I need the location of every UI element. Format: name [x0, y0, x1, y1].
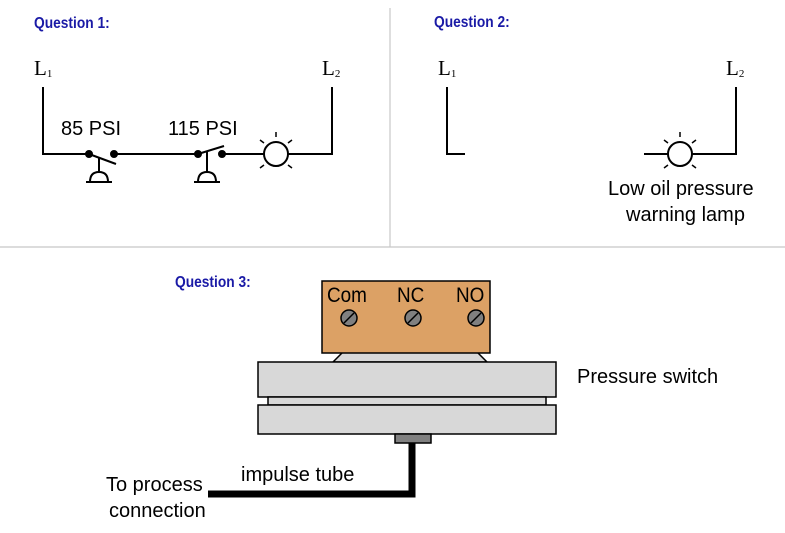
terminal-label-com: Com	[327, 284, 367, 307]
q1-switch2-setpoint: 115 PSI	[168, 118, 238, 140]
pressure-port	[394, 433, 432, 444]
question1-title: Question 1:	[34, 15, 110, 32]
pressure-switch-assembly	[257, 280, 557, 444]
terminal-label-nc: NC	[397, 284, 425, 307]
q1-l1-label: L1	[34, 56, 53, 80]
q1-l1-wire	[42, 87, 86, 155]
q2-lamp	[667, 141, 693, 167]
q2-l2-wire	[692, 87, 737, 155]
q2-l1-wire	[446, 87, 465, 155]
q1-switch2-diaphragm	[196, 170, 218, 183]
process-connection-label-line2: connection	[109, 500, 206, 522]
q1-switch1-blade	[88, 153, 117, 165]
q2-circuit	[446, 87, 737, 169]
q1-switch1-diaphragm	[88, 170, 110, 183]
impulse-tube-label: impulse tube	[241, 464, 355, 486]
q2-lamp-label-line1: Low oil pressure	[608, 178, 754, 200]
q2-lamp-label-line2: warning lamp	[626, 204, 745, 226]
pressure-switch-label: Pressure switch	[577, 366, 719, 388]
q2-lamp-rays	[663, 132, 697, 169]
terminal-screws	[340, 309, 485, 327]
q1-lamp-rays	[259, 132, 293, 169]
q1-switch2-contact-right	[218, 150, 226, 158]
q2-l1-label: L1	[438, 56, 457, 80]
process-connection-label-line1: To process	[106, 474, 203, 496]
q1-circuit	[42, 87, 333, 183]
q2-l2-label: L2	[726, 56, 745, 80]
q1-switch1-contact-right	[110, 150, 118, 158]
q1-switch1-setpoint: 85 PSI	[61, 118, 122, 140]
q1-l2-label: L2	[322, 56, 341, 80]
question2-title: Question 2:	[434, 14, 510, 31]
switch-lower-body	[257, 404, 557, 435]
q1-switch2-blade	[197, 145, 225, 155]
q1-l2-wire	[288, 87, 333, 155]
switch-upper-body	[257, 361, 557, 398]
impulse-tube	[208, 443, 416, 498]
switch-spacer	[267, 396, 547, 406]
q1-lamp	[263, 141, 289, 167]
question3-title: Question 3:	[175, 274, 251, 291]
terminal-label-no: NO	[456, 284, 485, 307]
